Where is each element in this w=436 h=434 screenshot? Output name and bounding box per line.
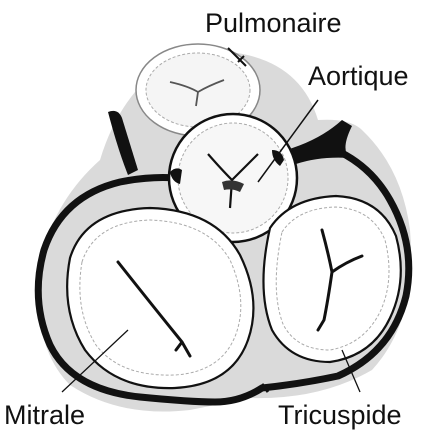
label-tricuspid: Tricuspide (278, 400, 402, 430)
label-mitral: Mitrale (4, 400, 85, 430)
label-pulmonary: Pulmonaire (205, 8, 342, 38)
label-aortic: Aortique (308, 61, 409, 91)
